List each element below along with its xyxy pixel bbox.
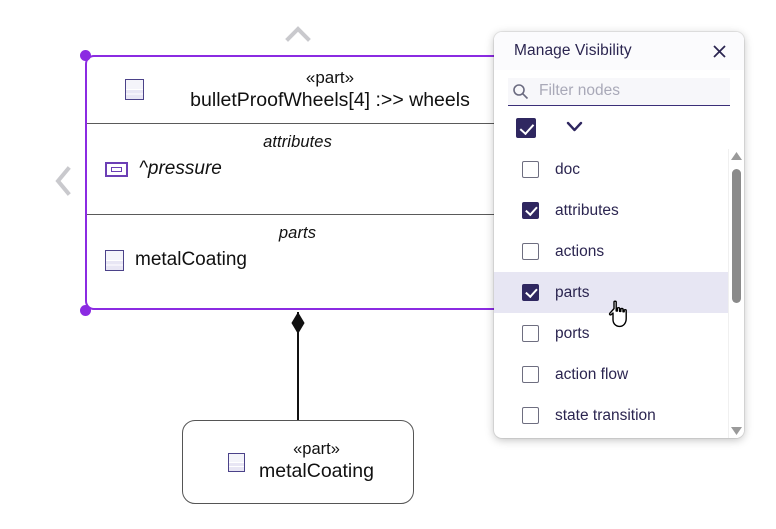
part-member-row[interactable]: metalCoating — [87, 249, 508, 271]
panel-title: Manage Visibility — [514, 42, 632, 59]
visibility-item-ports[interactable]: ports — [494, 313, 729, 354]
visibility-list-area[interactable]: doc attributes actions parts ports action flo… — [494, 149, 744, 438]
selection-handle-bottom-left[interactable] — [80, 305, 91, 316]
attributes-compartment: attributes ^pressure — [87, 124, 508, 215]
visibility-item-label: parts — [555, 283, 590, 301]
attribute-member-label: ^pressure — [139, 158, 222, 179]
visibility-item-doc[interactable]: doc — [494, 149, 729, 190]
visibility-item-checkbox[interactable] — [522, 407, 539, 424]
filter-section — [494, 70, 744, 106]
visibility-item-parts[interactable]: parts — [494, 272, 729, 313]
compartment-title-attributes: attributes — [263, 133, 332, 151]
visibility-item-label: action flow — [555, 365, 629, 383]
sub-node-name: metalCoating — [259, 460, 374, 483]
part-icon — [125, 79, 144, 101]
filled-diamond-icon — [288, 312, 308, 336]
chevron-down-icon[interactable] — [566, 119, 583, 137]
visibility-item-state-transition[interactable]: state transition — [494, 395, 729, 436]
list-scrollbar[interactable] — [728, 149, 744, 438]
visibility-item-actions[interactable]: actions — [494, 231, 729, 272]
visibility-item-checkbox[interactable] — [522, 161, 539, 178]
chevron-up-icon[interactable] — [282, 22, 314, 44]
selection-handle-top-left[interactable] — [80, 50, 91, 61]
visibility-item-label: attributes — [555, 201, 619, 219]
node-stereotype: «part» — [305, 68, 355, 88]
close-icon[interactable] — [707, 39, 731, 63]
filter-input[interactable] — [539, 82, 726, 100]
attribute-icon — [105, 161, 128, 177]
visibility-item-action-flow[interactable]: action flow — [494, 354, 729, 395]
select-all-checkbox[interactable] — [516, 118, 536, 138]
panel-header: Manage Visibility — [494, 32, 744, 70]
visibility-item-checkbox[interactable] — [522, 202, 539, 219]
visibility-item-label: actions — [555, 242, 605, 260]
visibility-item-label: state transition — [555, 406, 656, 424]
attribute-member-row[interactable]: ^pressure — [87, 158, 508, 180]
composition-edge-line[interactable] — [297, 312, 299, 422]
chevron-left-icon[interactable] — [52, 164, 74, 198]
visibility-item-checkbox[interactable] — [522, 325, 539, 342]
visibility-list[interactable]: doc attributes actions parts ports action flo… — [494, 149, 729, 438]
compartment-title-parts: parts — [278, 224, 317, 242]
parts-compartment: parts metalCoating — [87, 215, 508, 305]
part-member-label: metalCoating — [135, 249, 247, 270]
select-all-row[interactable] — [494, 106, 744, 149]
visibility-item-attributes[interactable]: attributes — [494, 190, 729, 231]
visibility-item-label: ports — [555, 324, 590, 342]
visibility-item-checkbox[interactable] — [522, 366, 539, 383]
visibility-item-checkbox[interactable] — [522, 243, 539, 260]
node-header: «part» bulletProofWheels[4] :>> wheels — [87, 57, 508, 124]
scroll-up-arrow-icon[interactable] — [729, 149, 744, 163]
scrollbar-thumb[interactable] — [732, 169, 741, 303]
visibility-item-label: doc — [555, 160, 580, 178]
node-name: bulletProofWheels[4] :>> wheels — [190, 88, 470, 111]
search-icon — [512, 83, 529, 100]
part-icon — [228, 452, 246, 472]
part-node-metalcoating[interactable]: «part» metalCoating — [182, 420, 414, 504]
sub-node-stereotype: «part» — [293, 440, 340, 459]
filter-row[interactable] — [508, 78, 730, 106]
part-icon — [105, 249, 124, 271]
part-node-bulletproofwheels[interactable]: «part» bulletProofWheels[4] :>> wheels a… — [85, 55, 510, 310]
scroll-down-arrow-icon[interactable] — [729, 424, 744, 438]
visibility-item-checkbox[interactable] — [522, 284, 539, 301]
